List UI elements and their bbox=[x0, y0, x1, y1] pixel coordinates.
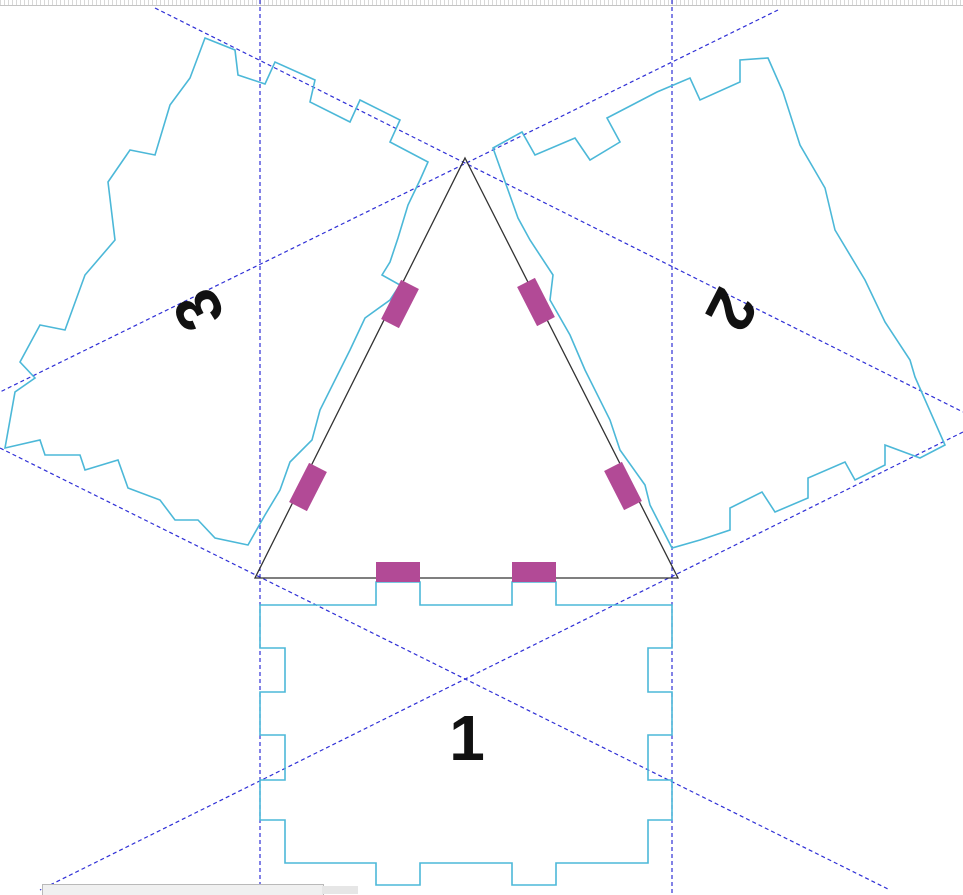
triangle-base-outline[interactable] bbox=[253, 156, 680, 579]
slot-right-upper bbox=[517, 277, 555, 327]
slot-bottom-left bbox=[376, 562, 420, 582]
panel-1-label: 1 bbox=[449, 702, 485, 774]
cut-panel-2[interactable] bbox=[492, 57, 947, 549]
diagonal-guide bbox=[39, 431, 963, 891]
slot-left-upper bbox=[381, 279, 419, 329]
slot-bottom-right bbox=[512, 562, 556, 582]
slot-left-lower bbox=[289, 462, 327, 512]
diagonal-guide bbox=[0, 9, 779, 393]
slot-right-lower bbox=[604, 461, 642, 511]
panel-3-label: 3 bbox=[158, 278, 238, 342]
top-ruler bbox=[0, 0, 963, 6]
panel-2-label: 2 bbox=[691, 278, 771, 342]
diagonal-guide bbox=[154, 7, 963, 413]
scrollbar-end[interactable] bbox=[322, 886, 358, 894]
horizontal-scrollbar[interactable] bbox=[42, 884, 324, 895]
cut-panel-3[interactable] bbox=[3, 36, 430, 546]
diagonal-guide bbox=[0, 447, 891, 891]
